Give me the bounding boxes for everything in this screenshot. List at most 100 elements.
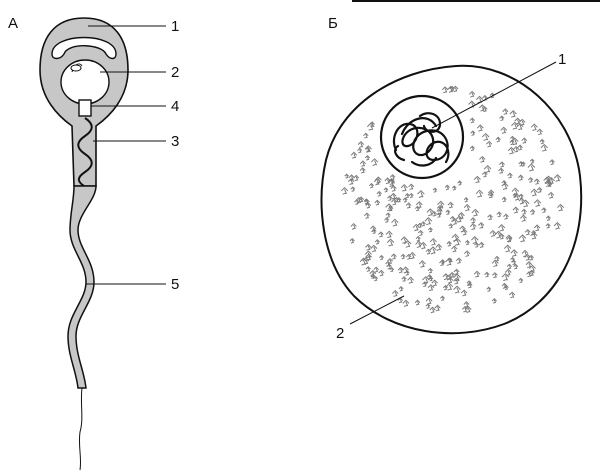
granule xyxy=(404,239,412,248)
granule xyxy=(541,207,547,214)
granule xyxy=(501,272,510,282)
granule xyxy=(521,137,528,144)
granule xyxy=(469,222,477,231)
granule xyxy=(453,268,460,275)
granule xyxy=(418,260,426,268)
granule xyxy=(507,172,513,179)
granule xyxy=(473,270,481,278)
tail-end-filament xyxy=(78,387,83,471)
granule xyxy=(488,189,495,197)
granule xyxy=(417,189,425,199)
granule xyxy=(553,174,562,182)
granule xyxy=(452,85,459,93)
granule xyxy=(451,218,458,225)
granule xyxy=(533,199,542,207)
granule xyxy=(498,167,505,174)
granule xyxy=(373,266,380,273)
granule xyxy=(401,276,407,282)
granule xyxy=(475,189,484,198)
granule xyxy=(453,285,461,294)
granule xyxy=(370,273,376,279)
granule xyxy=(518,234,527,243)
granule xyxy=(451,245,458,253)
granule xyxy=(484,271,490,278)
granule xyxy=(553,221,561,230)
granule xyxy=(385,230,393,239)
granule xyxy=(359,160,366,167)
granule xyxy=(425,303,431,309)
granule xyxy=(390,192,397,200)
granule xyxy=(426,208,435,217)
granule xyxy=(358,196,365,203)
granule xyxy=(424,217,433,226)
granule xyxy=(387,195,393,202)
granule xyxy=(390,253,397,260)
granule xyxy=(470,130,476,136)
granule xyxy=(518,277,524,284)
granule xyxy=(387,257,393,265)
granule xyxy=(448,223,454,229)
granule xyxy=(496,211,502,218)
granule xyxy=(378,231,384,238)
label-b-nucleus: 1 xyxy=(558,51,566,68)
granule xyxy=(386,238,395,247)
granule xyxy=(518,161,524,167)
granule xyxy=(545,215,551,221)
granule xyxy=(530,123,538,131)
granule xyxy=(481,132,490,141)
panel-b-title: Б xyxy=(328,15,338,32)
granule xyxy=(439,259,445,267)
granule xyxy=(431,279,438,287)
granule xyxy=(470,217,477,224)
granule xyxy=(455,215,463,223)
granule xyxy=(447,201,454,209)
granule xyxy=(427,284,435,292)
granule xyxy=(463,301,470,308)
granule xyxy=(445,282,454,291)
granule xyxy=(402,299,410,307)
panel-b: Б 1 2 xyxy=(320,15,583,342)
granule xyxy=(408,183,415,190)
granule xyxy=(431,211,437,217)
acrosome xyxy=(51,36,117,60)
granule xyxy=(539,138,545,145)
granule xyxy=(350,222,357,230)
granule xyxy=(364,198,370,205)
granule xyxy=(364,145,372,153)
midpiece-spiral xyxy=(77,117,93,187)
granule xyxy=(487,214,493,221)
granule xyxy=(509,110,517,118)
granule xyxy=(526,271,532,278)
granule xyxy=(499,161,505,168)
granule xyxy=(446,274,453,281)
panel-a: А 1 2 4 3 5 xyxy=(8,15,179,471)
centriole xyxy=(78,99,92,117)
granule xyxy=(544,179,552,188)
granule xyxy=(414,299,421,306)
granule xyxy=(464,305,472,313)
granule xyxy=(511,259,517,266)
granule xyxy=(439,295,445,301)
granule xyxy=(384,177,391,185)
granule xyxy=(533,178,540,185)
granule xyxy=(461,228,468,236)
granule xyxy=(398,285,404,292)
granule xyxy=(513,263,519,270)
granule xyxy=(540,143,548,152)
granule xyxy=(492,272,498,279)
granule xyxy=(391,218,399,227)
granule xyxy=(536,128,543,136)
granule xyxy=(444,184,450,191)
granule xyxy=(365,266,371,272)
granule xyxy=(397,266,404,274)
granule xyxy=(533,224,541,232)
sperm-tail xyxy=(67,185,97,389)
granule xyxy=(536,186,543,193)
granule xyxy=(512,206,520,214)
granule xyxy=(447,257,453,263)
granule xyxy=(445,209,451,215)
granule xyxy=(453,237,461,246)
granule xyxy=(404,193,410,199)
granule xyxy=(437,200,445,209)
granule xyxy=(524,228,531,236)
